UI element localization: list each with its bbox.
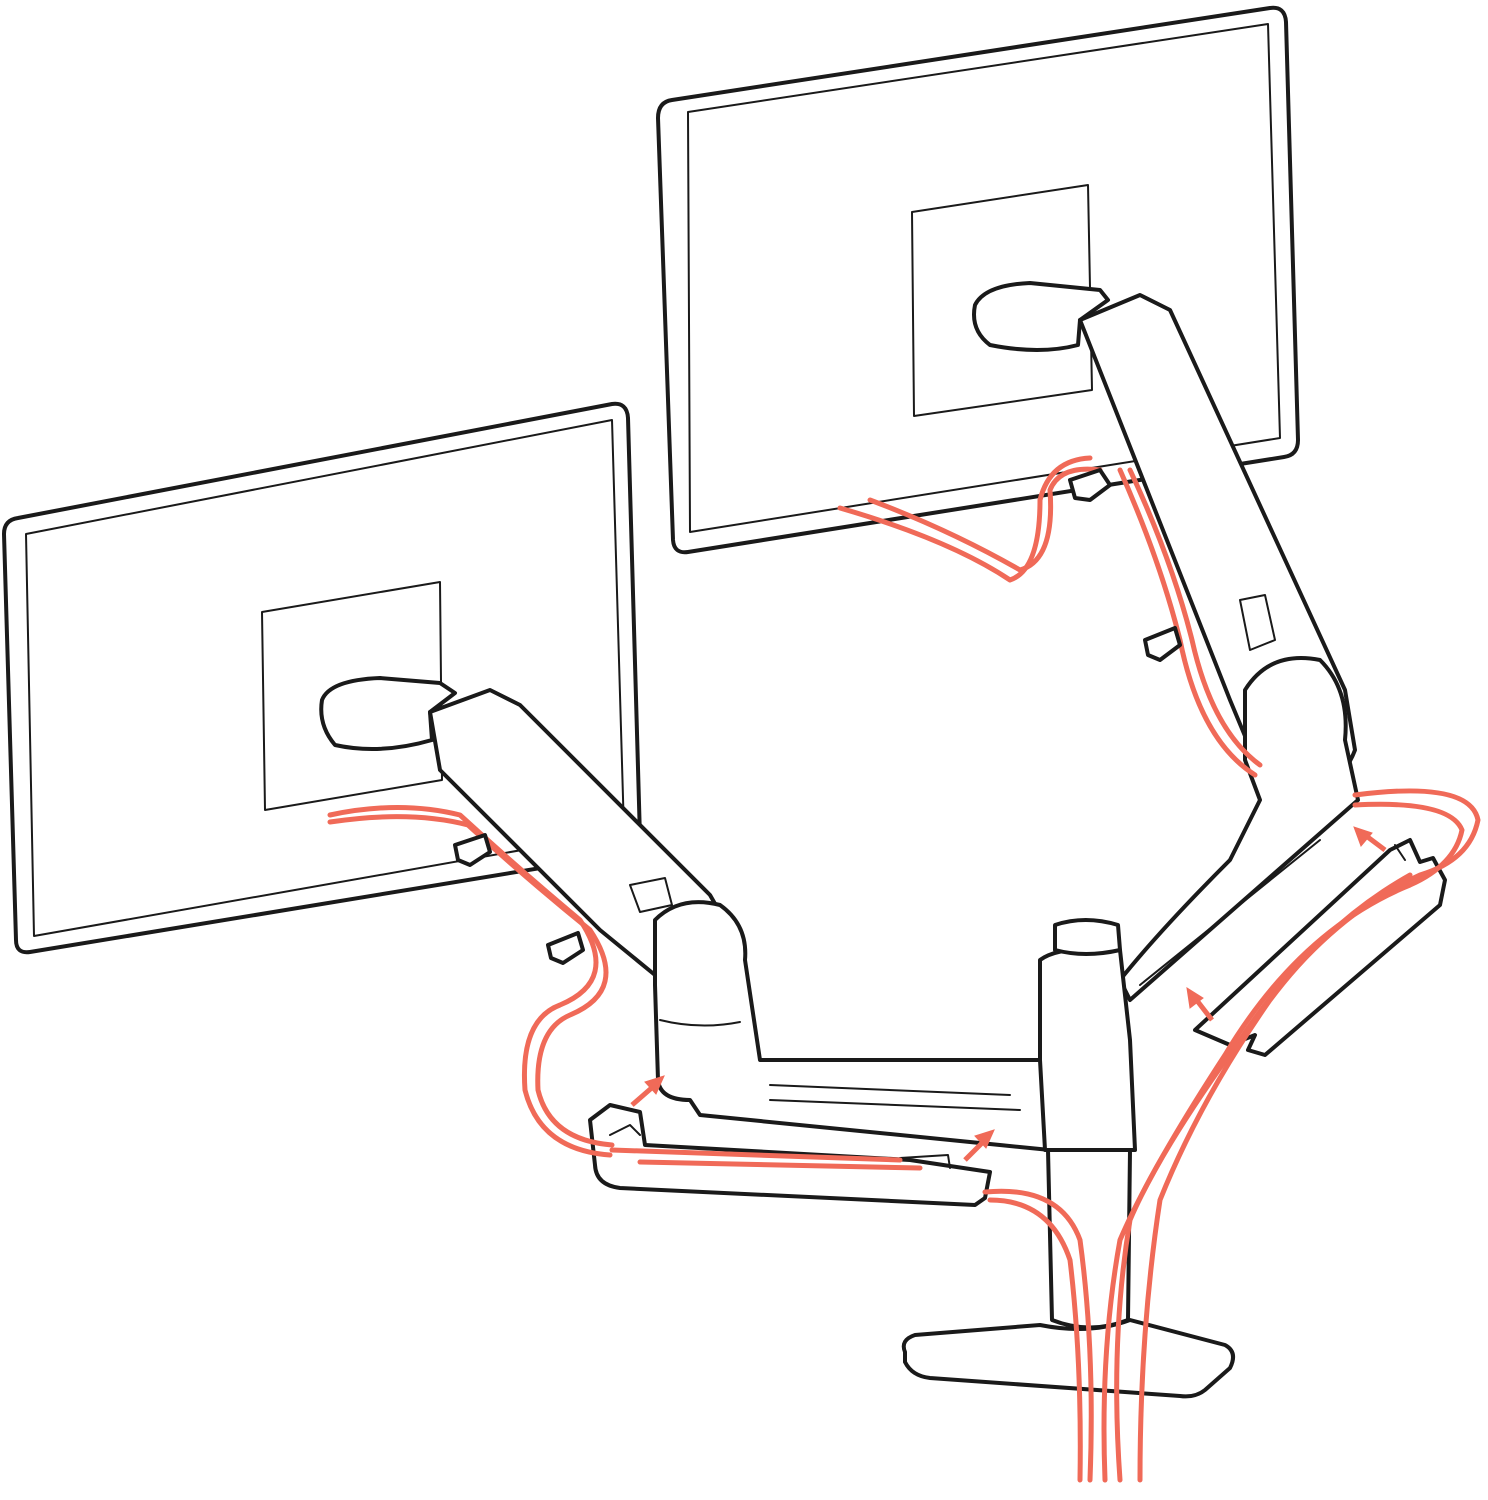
right-vesa-plate [911,184,1093,417]
arrow-icon [1186,987,1214,1022]
left-arm [319,676,1052,1152]
left-vesa-plate [261,581,443,811]
cables [327,455,1481,1483]
arrow-icon [963,1129,995,1162]
right-arm [972,281,1360,1002]
arrow-icon [630,1075,665,1107]
cable-clips [453,468,1182,965]
direction-arrows [630,826,1387,1162]
arrow-icon [1353,826,1387,852]
mount-pole [901,918,1236,1399]
